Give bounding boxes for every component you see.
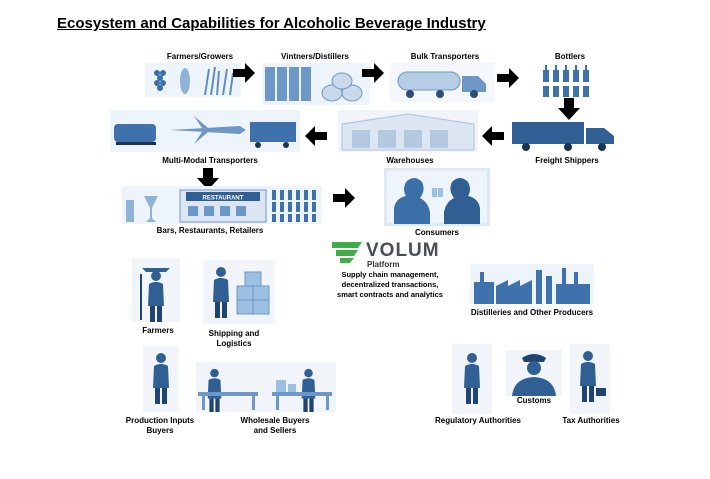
platform-subtitle: Platform xyxy=(367,260,400,269)
arrow-right-1 xyxy=(233,63,255,83)
arrow-left-2 xyxy=(305,126,327,146)
wholesale-label-1: Wholesale Buyers xyxy=(240,416,310,425)
freight-truck-image xyxy=(512,122,614,151)
volum-logo-icon xyxy=(332,242,362,263)
distillery-factory-image xyxy=(470,264,594,304)
production-inputs-label-2: Buyers xyxy=(146,426,174,435)
vintners-distillers-label: Vintners/Distillers xyxy=(281,52,349,61)
customs-label: Customs xyxy=(516,396,552,405)
regulatory-figure xyxy=(452,344,492,414)
wholesale-meeting-image xyxy=(196,362,336,412)
farmers-growers-label: Farmers/Growers xyxy=(166,52,234,61)
shipping-logistics-figure xyxy=(203,260,275,324)
arrow-right-3 xyxy=(497,68,519,88)
customs-officer-image xyxy=(506,350,562,396)
tax-authorities-label: Tax Authorities xyxy=(562,416,620,425)
consumers-label: Consumers xyxy=(414,228,459,237)
arrow-down-1 xyxy=(558,98,580,120)
shipping-logistics-label-2: Logistics xyxy=(216,339,252,348)
page-title: Ecosystem and Capabilities for Alcoholic… xyxy=(57,15,486,32)
multimodal-image xyxy=(110,110,300,152)
platform-desc-1: Supply chain management, xyxy=(341,270,439,279)
bars-restaurants-retailers-label: Bars, Restaurants, Retailers xyxy=(156,226,264,235)
restaurant-sign: RESTAURANT xyxy=(203,196,244,202)
consumers-image xyxy=(384,168,490,226)
arrow-right-2 xyxy=(362,63,384,83)
bulk-transporters-label: Bulk Transporters xyxy=(410,52,480,61)
bottles-image xyxy=(543,65,589,97)
farmers-label: Farmers xyxy=(142,326,174,335)
distillery-image xyxy=(262,63,370,105)
bars-restaurants-image: RESTAURANT xyxy=(122,186,322,224)
shipping-logistics-label-1: Shipping and xyxy=(208,329,260,338)
multimodal-transporters-label: Multi-Modal Transporters xyxy=(162,156,258,165)
volum-brand: VOLUM xyxy=(366,240,440,261)
wholesale-label-2: and Sellers xyxy=(253,426,297,435)
platform-desc-2: decentralized transactions, xyxy=(341,280,439,289)
platform-desc-3: smart contracts and analytics xyxy=(337,290,443,299)
crops-image xyxy=(145,63,241,97)
distilleries-label: Distilleries and Other Producers xyxy=(470,308,594,317)
inputs-buyer-figure xyxy=(143,346,179,412)
bottlers-label: Bottlers xyxy=(554,52,586,61)
warehouse-image xyxy=(338,110,478,152)
arrow-right-4 xyxy=(333,188,355,208)
warehouses-label: Warehouses xyxy=(386,156,434,165)
arrow-left-1 xyxy=(482,126,504,146)
tax-authority-figure xyxy=(570,344,610,414)
production-inputs-label-1: Production Inputs xyxy=(125,416,195,425)
farmer-figure xyxy=(132,258,180,322)
freight-shippers-label: Freight Shippers xyxy=(535,156,599,165)
arrow-down-2 xyxy=(197,168,219,190)
tanker-truck-image xyxy=(390,62,495,102)
regulatory-authorities-label: Regulatory Authorities xyxy=(435,416,521,425)
